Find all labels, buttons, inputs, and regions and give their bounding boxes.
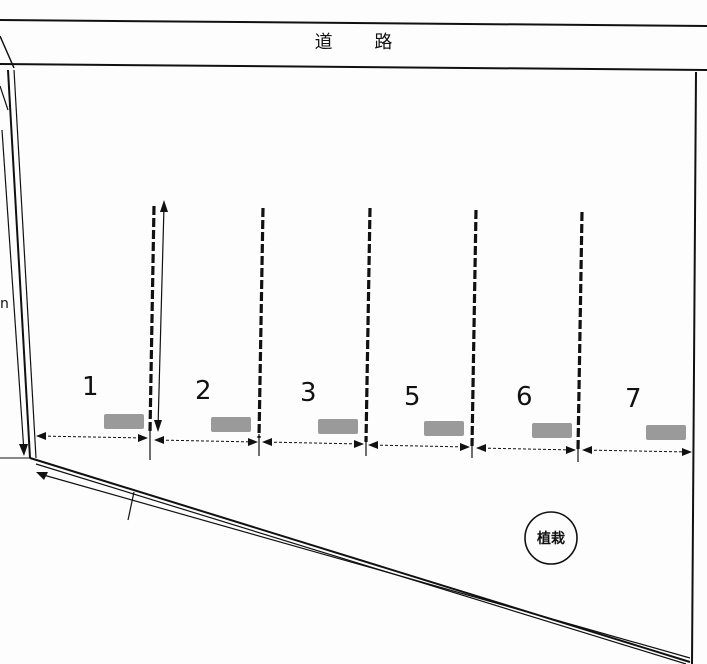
car-stop-6 xyxy=(646,425,686,440)
slot-width-arrowheads xyxy=(36,432,692,456)
slot-length-arrow xyxy=(154,200,168,432)
slot-number-5: 5 xyxy=(404,382,421,412)
left-dimension-arrow: n xyxy=(0,129,30,459)
road-corner-mark xyxy=(0,35,15,69)
divider-line-4 xyxy=(470,209,478,447)
bottom-dimension-arrow xyxy=(36,472,691,659)
slot-width-arrows xyxy=(37,435,691,453)
divider-line-5 xyxy=(576,211,584,451)
divider-line-2 xyxy=(257,207,265,439)
parking-dividers xyxy=(148,205,584,451)
svg-text:n: n xyxy=(0,296,9,312)
car-stop-2 xyxy=(211,417,251,432)
slot-number-7: 7 xyxy=(625,384,642,414)
road-edge-bottom xyxy=(0,63,707,71)
slot-number-1: 1 xyxy=(82,372,99,402)
car-stop-4 xyxy=(424,421,464,436)
car-stop-3 xyxy=(318,419,358,434)
divider-line-3 xyxy=(364,207,372,443)
car-stop-markers xyxy=(104,414,686,440)
planting-circle xyxy=(524,511,578,565)
divider-line-1 xyxy=(148,205,156,433)
slot-number-2: 2 xyxy=(195,376,212,406)
car-stop-1 xyxy=(104,414,144,429)
road-edge-top xyxy=(0,19,707,27)
lot-boundary xyxy=(0,69,697,664)
car-stop-5 xyxy=(532,423,572,438)
road-char-2: 路 xyxy=(374,32,393,53)
slot-width-ticks xyxy=(149,430,579,462)
road-label: 道 路 xyxy=(0,28,707,54)
slot-number-6: 6 xyxy=(516,382,533,412)
slot-number-3: 3 xyxy=(300,378,317,408)
planting-label: 植栽 xyxy=(537,531,565,547)
road-char-1: 道 xyxy=(314,32,333,53)
